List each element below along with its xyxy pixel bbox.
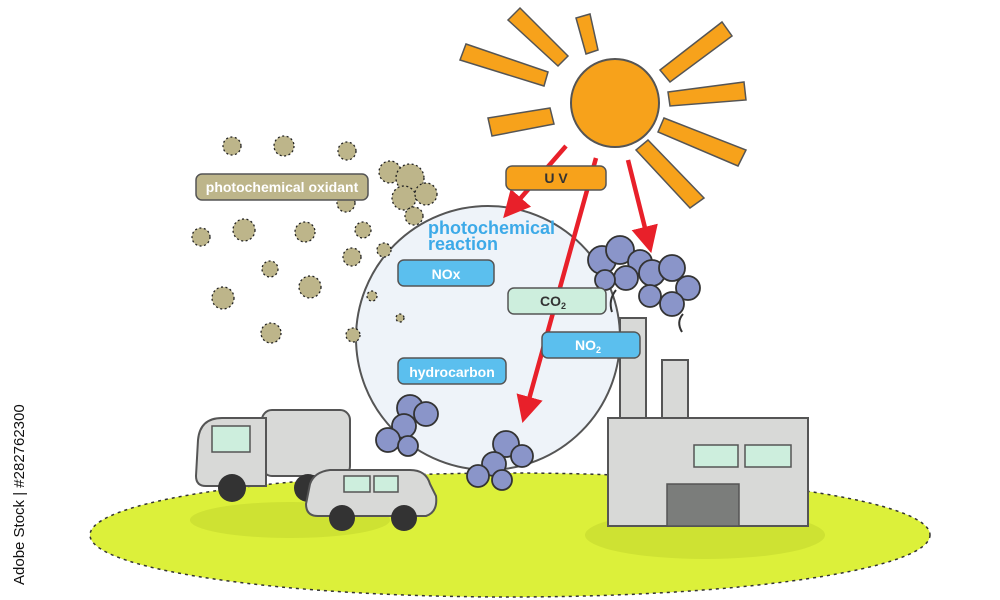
tag-oxidant-label: photochemical oxidant [206, 179, 359, 195]
tag-uv-label: U V [544, 170, 568, 186]
tag-co2-sub: 2 [561, 301, 566, 311]
tag-nox-label: NOx [432, 266, 461, 282]
tag-uv: U V [505, 165, 607, 191]
car-wheel-rear [391, 505, 417, 531]
reaction-title-line1: photochemical [428, 218, 555, 238]
factory-smoke [587, 235, 701, 333]
tag-no2-label: NO2 [575, 337, 601, 355]
stock-id-text: Adobe Stock | #282762300 [11, 404, 28, 585]
exhaust-cloud-lower [466, 430, 534, 491]
tag-nox: NOx [397, 259, 495, 287]
sun-icon [459, 6, 748, 209]
uv-arrow-right [625, 159, 658, 254]
tag-no2-sub: 2 [596, 345, 601, 355]
tag-co2-label: CO2 [540, 293, 566, 311]
truck-wheel-front [218, 474, 246, 502]
tag-hydrocarbon-label: hydrocarbon [409, 364, 495, 380]
exhaust-cloud-upper [375, 394, 439, 457]
tag-no2: NO2 [541, 331, 641, 359]
reaction-title-line2: reaction [428, 234, 498, 254]
oxidant-particles [191, 135, 438, 344]
tag-hydrocarbon: hydrocarbon [397, 357, 507, 385]
car-wheel-front [329, 505, 355, 531]
tag-oxidant: photochemical oxidant [195, 173, 369, 201]
tag-no2-main: NO [575, 337, 596, 353]
tag-co2: CO2 [507, 287, 607, 315]
tag-co2-main: CO [540, 293, 561, 309]
factory-window-left [693, 444, 739, 468]
uv-arrow-long [516, 157, 599, 424]
factory [607, 317, 809, 527]
factory-window-right [744, 444, 792, 468]
truck [194, 409, 351, 502]
factory-door [666, 483, 740, 527]
car [304, 469, 438, 531]
